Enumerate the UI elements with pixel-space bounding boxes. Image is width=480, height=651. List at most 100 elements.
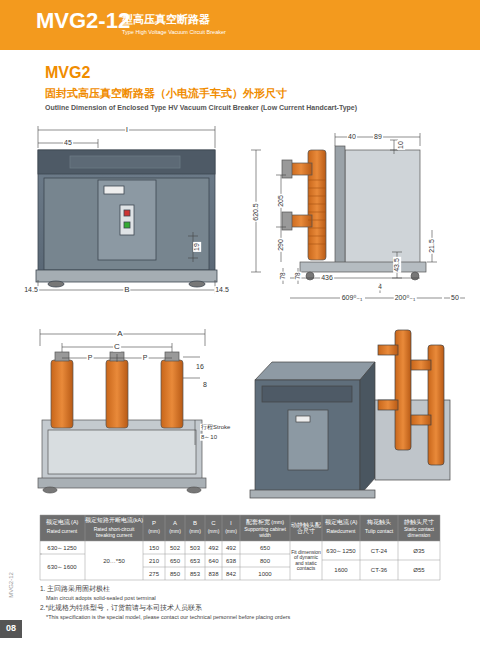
table-cell: Fit dimension of dynamic and static cont… (291, 550, 321, 572)
table-cell: 638 (226, 557, 236, 564)
section-heading: MVG2 (45, 64, 90, 82)
table-cell: 210 (149, 557, 159, 564)
table-cell: 275 (149, 570, 159, 577)
table-cell: Ø55 (413, 567, 424, 574)
side-view (282, 146, 426, 280)
table-header: 动静触头配合尺寸 (291, 522, 321, 534)
dimension-label: 290 (277, 238, 285, 252)
dimension-label: 609⁰₋₁ (341, 294, 364, 302)
dimension-label: 620.5 (252, 202, 260, 222)
table-cell: 653 (190, 557, 200, 564)
table-cell: 492 (226, 544, 236, 551)
table-header: P (152, 520, 156, 527)
table-cell: 503 (190, 544, 200, 551)
table-cell: 630～1250 (47, 544, 76, 551)
table-cell: 650 (260, 544, 270, 551)
table-cell: 650 (170, 557, 180, 564)
table-cell: Ø35 (413, 547, 424, 554)
page-tab (0, 620, 22, 638)
dimension-label: 14.5 (23, 286, 39, 294)
table-header: (mm) (169, 529, 181, 535)
table-header: 额定电流 (A) (325, 519, 358, 525)
table-header: Rated short-circuit breaking current (86, 527, 142, 538)
table-header: (mm) (208, 529, 220, 535)
table-header: 静触头尺寸 (404, 519, 434, 525)
dimension-label: 行程Stroke (200, 424, 231, 431)
table-cell: 842 (226, 570, 236, 577)
table-header: Ratedcurrent (327, 529, 356, 535)
section-heading: 固封式高压真空断路器（小电流手车式）外形尺寸 (45, 87, 287, 99)
table-cell: 630～1600 (47, 564, 76, 571)
table-cell: 838 (208, 570, 218, 577)
dimension-label: 45 (63, 139, 73, 147)
table-header: 额定短路开断电流(kA) (85, 517, 143, 523)
table-header: (mm) (189, 529, 201, 535)
page-number: 08 (2, 622, 20, 636)
table-header: A (173, 520, 177, 527)
dimension-label: 10 (397, 140, 405, 150)
side-ribs (308, 180, 326, 244)
dimension-label: l (125, 126, 129, 135)
table-cell: CT-24 (371, 547, 387, 554)
dimension-label: 19 (193, 242, 201, 252)
table-header: B (193, 520, 197, 527)
header-band: MVG2-12型高压真空断路器 Type High Voltage Vacuum … (0, 0, 480, 50)
table-header: Tulip contact (365, 529, 393, 535)
dimension-label: 16 (195, 363, 205, 371)
dimension-label: 21.5 (428, 238, 436, 254)
table-header: 额定电流 (A) (46, 519, 79, 525)
dimension-label: B (123, 286, 130, 295)
table-header: Supporting cabinet width (241, 527, 289, 538)
table-header: 梅花触头 (367, 519, 391, 525)
table-cell: 502 (170, 544, 180, 551)
dimension-label: P (87, 354, 94, 362)
note-text: 2.*此规格为特殊型号，订货前请与本司技术人员联系 (40, 604, 202, 611)
dimension-label: 205 (277, 194, 285, 208)
dimension-label: 40 (347, 133, 357, 141)
table-header: l (230, 520, 231, 527)
dimension-lines (40, 329, 205, 445)
model-name: MVG2-12 (36, 8, 130, 34)
dimension-label: 43.5 (393, 257, 401, 273)
table-cell: 1000 (258, 570, 271, 577)
table-cell: 850 (170, 570, 180, 577)
table-cell: 800 (260, 557, 270, 564)
header-text: 型高压真空断路器 (122, 12, 210, 27)
note-text: 1. 主回路采用固封极柱 (40, 585, 110, 592)
table-cell: 1600 (334, 567, 347, 574)
dimension-label: A (116, 330, 123, 339)
table-cell: 853 (190, 570, 200, 577)
dimension-label: 50 (450, 294, 460, 302)
table-header: 配套柜宽 (mm) (246, 519, 284, 525)
table-cell: 20…*50 (103, 557, 125, 564)
section-heading: Outline Dimension of Enclosed Type HV Va… (45, 104, 357, 112)
note-text: *This specification is the special model… (46, 614, 290, 620)
header-text: Type High Voltage Vacuum Circuit Breaker (122, 29, 226, 35)
dimension-label: 436 (320, 274, 334, 282)
dimension-label: 200⁰₋₁ (394, 294, 417, 302)
dimension-label: 14.5 (214, 286, 230, 294)
dimension-label: 78 (279, 271, 286, 280)
table-cell: 492 (208, 544, 218, 551)
dimension-label: 78 (294, 271, 301, 280)
dimension-label: C (113, 343, 121, 352)
pole-front-view (38, 352, 206, 493)
table-cell: 150 (149, 544, 159, 551)
table-header: (mm) (225, 529, 237, 535)
table-header: C (211, 520, 215, 527)
table-cell: 630～1250 (326, 547, 355, 554)
note-text: Main circuit adopts solid-sealed post te… (46, 595, 156, 601)
table-header: (mm) (148, 529, 160, 535)
front-view (36, 150, 217, 287)
dimension-label: 4 (377, 283, 383, 290)
dimension-label: 89 (373, 133, 383, 141)
spec-table (40, 515, 440, 580)
table-cell: CT-36 (371, 567, 387, 574)
dimension-label: P (142, 354, 149, 362)
dimension-lines (24, 126, 229, 294)
dimension-label: 8 (202, 381, 208, 389)
dimension-lines (251, 133, 465, 298)
table-header: Rated current (47, 529, 77, 535)
side-tab-text: MVG2-12 (8, 572, 15, 598)
table-header: Static contact dimension (399, 527, 439, 538)
